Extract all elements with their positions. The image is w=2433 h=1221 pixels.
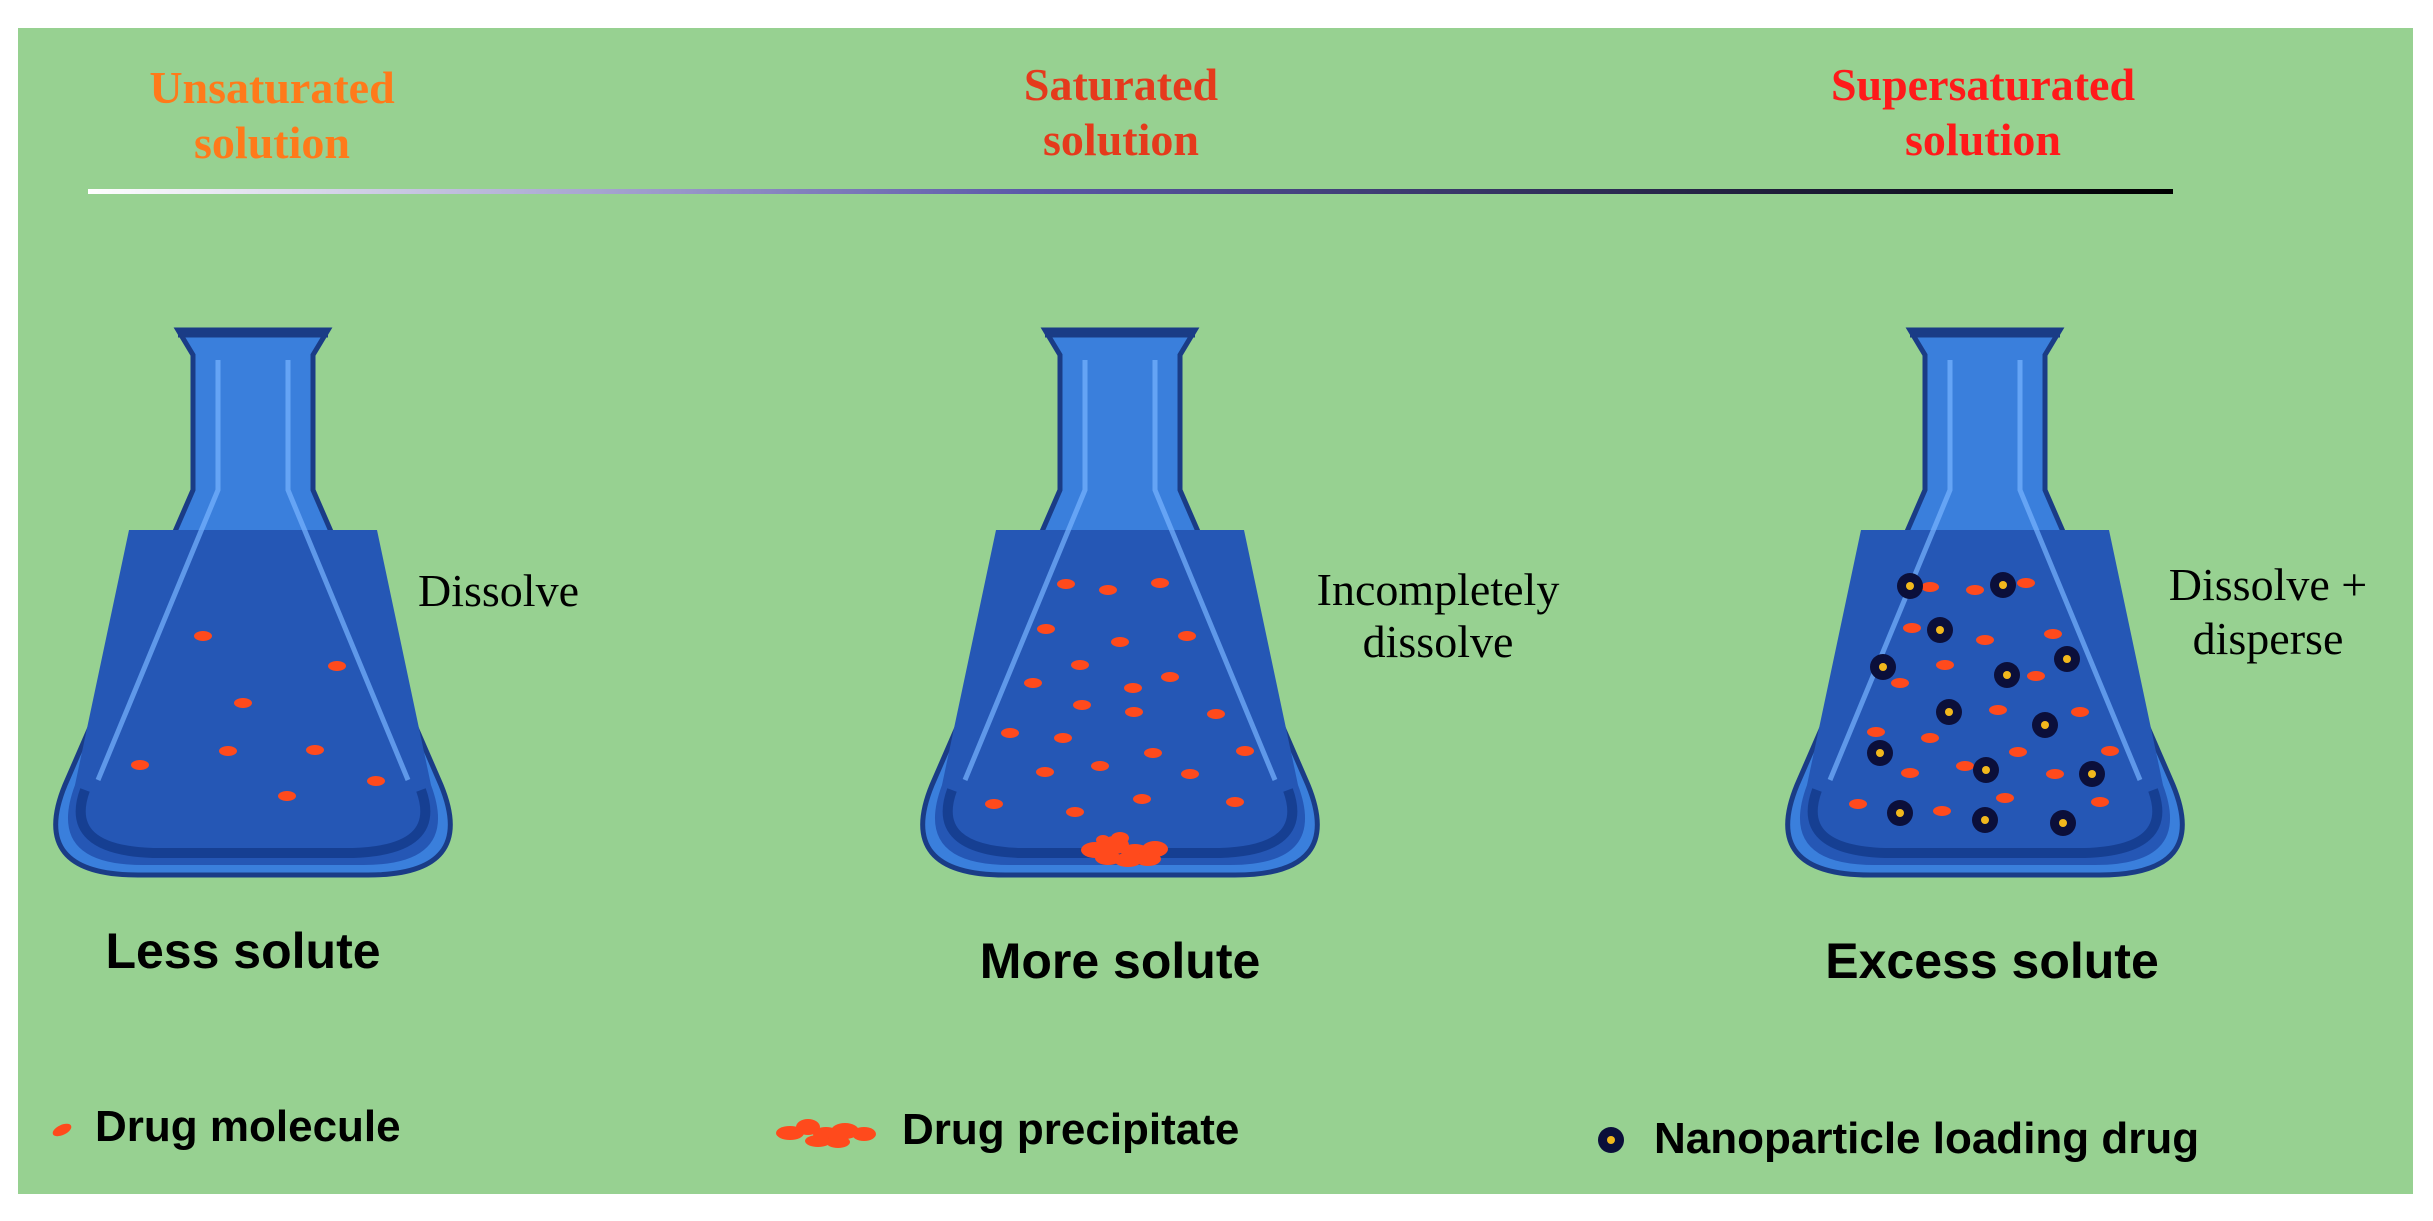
nanoparticle bbox=[1936, 699, 1962, 725]
drug-molecule bbox=[1161, 672, 1179, 682]
drug-molecule bbox=[1001, 728, 1019, 738]
drug-molecule bbox=[1091, 761, 1109, 771]
side-label-dissolve-plus: Dissolve + bbox=[2169, 559, 2367, 610]
drug-molecule bbox=[1178, 631, 1196, 641]
drug-molecule bbox=[1124, 683, 1142, 693]
drug-molecule bbox=[2027, 671, 2045, 681]
header-unsaturated-line2: solution bbox=[194, 117, 350, 168]
drug-molecule bbox=[1024, 678, 1042, 688]
header-unsaturated-line1: Unsaturated bbox=[149, 62, 395, 113]
drug-molecule bbox=[1921, 733, 1939, 743]
drug-molecule bbox=[1901, 768, 1919, 778]
drug-molecule bbox=[1099, 585, 1117, 595]
nanoparticle bbox=[1897, 573, 1923, 599]
drug-molecule bbox=[1151, 578, 1169, 588]
legend-nanoparticle-swatch bbox=[1598, 1127, 1624, 1153]
drug-molecule bbox=[1181, 769, 1199, 779]
drug-molecule bbox=[367, 776, 385, 786]
nanoparticle bbox=[1972, 807, 1998, 833]
nanoparticle bbox=[2054, 646, 2080, 672]
drug-molecule bbox=[1037, 624, 1055, 634]
drug-molecule bbox=[1921, 582, 1939, 592]
drug-molecule bbox=[1849, 799, 1867, 809]
drug-molecule bbox=[1133, 794, 1151, 804]
drug-molecule bbox=[1236, 746, 1254, 756]
drug-molecule bbox=[2101, 746, 2119, 756]
drug-molecule bbox=[1066, 807, 1084, 817]
nanoparticle bbox=[1994, 662, 2020, 688]
drug-molecule bbox=[1057, 579, 1075, 589]
side-label-dissolve: Dissolve bbox=[418, 565, 579, 616]
drug-molecule bbox=[1144, 748, 1162, 758]
nanoparticle bbox=[1990, 572, 2016, 598]
drug-molecule bbox=[1054, 733, 1072, 743]
drug-molecule bbox=[985, 799, 1003, 809]
drug-molecule bbox=[2071, 707, 2089, 717]
drug-molecule bbox=[2009, 747, 2027, 757]
drug-molecule bbox=[1903, 623, 1921, 633]
drug-molecule bbox=[1996, 793, 2014, 803]
drug-molecule bbox=[1071, 660, 1089, 670]
header-supersaturated-line2: solution bbox=[1905, 114, 2061, 165]
nanoparticle bbox=[1867, 740, 1893, 766]
nanoparticle bbox=[2032, 712, 2058, 738]
drug-precipitate-cluster bbox=[1081, 832, 1168, 867]
drug-molecule bbox=[234, 698, 252, 708]
drug-molecule bbox=[2044, 629, 2062, 639]
drug-molecule bbox=[1976, 635, 1994, 645]
drug-molecule bbox=[219, 746, 237, 756]
drug-molecule bbox=[1207, 709, 1225, 719]
drug-molecule bbox=[1989, 705, 2007, 715]
legend-precipitate-label: Drug precipitate bbox=[902, 1105, 1239, 1154]
caption-excess-solute: Excess solute bbox=[1825, 933, 2159, 989]
legend-molecule-swatch bbox=[52, 1123, 72, 1137]
drug-molecule bbox=[328, 661, 346, 671]
legend-precipitate-swatch bbox=[776, 1119, 876, 1148]
drug-molecule bbox=[2017, 578, 2035, 588]
drug-molecule bbox=[1956, 761, 1974, 771]
nanoparticle bbox=[1973, 757, 1999, 783]
drug-molecule bbox=[1966, 585, 1984, 595]
drug-molecule bbox=[1933, 806, 1951, 816]
drug-molecule bbox=[278, 791, 296, 801]
side-label-dissolve-2: dissolve bbox=[1363, 616, 1514, 667]
drug-molecule bbox=[1867, 727, 1885, 737]
drug-molecule bbox=[131, 760, 149, 770]
nanoparticle bbox=[1927, 617, 1953, 643]
drug-molecule bbox=[1073, 700, 1091, 710]
header-saturated-line2: solution bbox=[1043, 114, 1199, 165]
legend: Drug molecule Drug precipitate Nanoparti… bbox=[52, 1102, 2199, 1163]
caption-more-solute: More solute bbox=[980, 933, 1261, 989]
drug-molecule bbox=[2091, 797, 2109, 807]
drug-molecule bbox=[1226, 797, 1244, 807]
header-supersaturated-line1: Supersaturated bbox=[1831, 59, 2136, 110]
nanoparticle bbox=[1870, 654, 1896, 680]
drug-molecule bbox=[1125, 707, 1143, 717]
nanoparticle bbox=[2050, 810, 2076, 836]
saturation-gradient-line bbox=[88, 189, 2173, 194]
drug-molecule bbox=[1036, 767, 1054, 777]
legend-nanoparticle-label: Nanoparticle loading drug bbox=[1654, 1114, 2199, 1163]
drug-molecule bbox=[1891, 678, 1909, 688]
drug-molecule bbox=[306, 745, 324, 755]
caption-less-solute: Less solute bbox=[105, 923, 380, 979]
drug-molecule bbox=[1111, 637, 1129, 647]
drug-molecule bbox=[194, 631, 212, 641]
nanoparticle bbox=[1887, 800, 1913, 826]
drug-molecule bbox=[1936, 660, 1954, 670]
nanoparticle bbox=[2079, 761, 2105, 787]
side-label-disperse: disperse bbox=[2193, 613, 2344, 664]
header-saturated-line1: Saturated bbox=[1024, 59, 1219, 110]
side-label-incompletely: Incompletely bbox=[1317, 564, 1560, 615]
legend-molecule-label: Drug molecule bbox=[95, 1102, 401, 1151]
drug-molecule bbox=[2046, 769, 2064, 779]
